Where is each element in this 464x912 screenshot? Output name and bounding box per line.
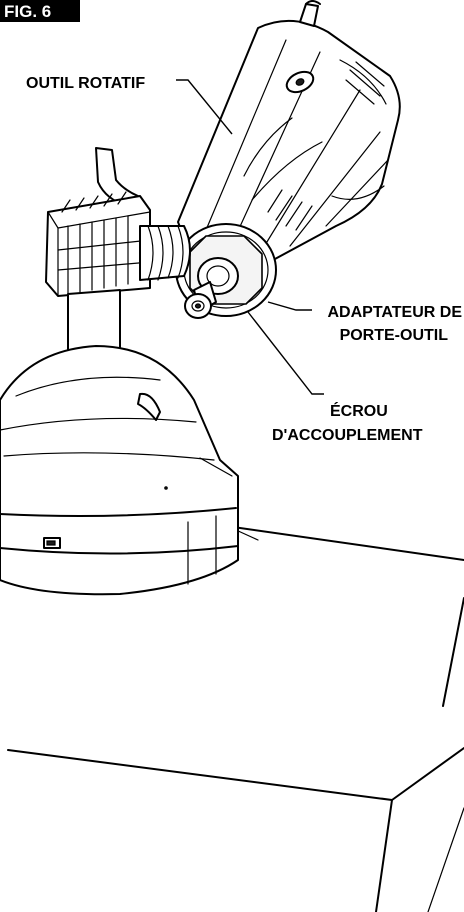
rotary-tool [177, 0, 401, 270]
figure-badge-label: FIG. 6 [4, 2, 51, 21]
label-rotary-tool: OUTIL ROTATIF [26, 75, 145, 92]
leader-lines [176, 79, 324, 395]
label-nut-line1: ÉCROU [330, 401, 388, 420]
tool-holder-adapter [175, 223, 277, 319]
label-adapter-line1: ADAPTATEUR DE [327, 304, 462, 321]
dome-base [0, 345, 239, 596]
label-adapter-line2: PORTE-OUTIL [340, 327, 449, 344]
label-nut-line2: D'ACCOUPLEMENT [272, 427, 423, 444]
figure-badge: FIG. 6 [0, 0, 80, 22]
tool-holder-clamp [45, 147, 191, 297]
